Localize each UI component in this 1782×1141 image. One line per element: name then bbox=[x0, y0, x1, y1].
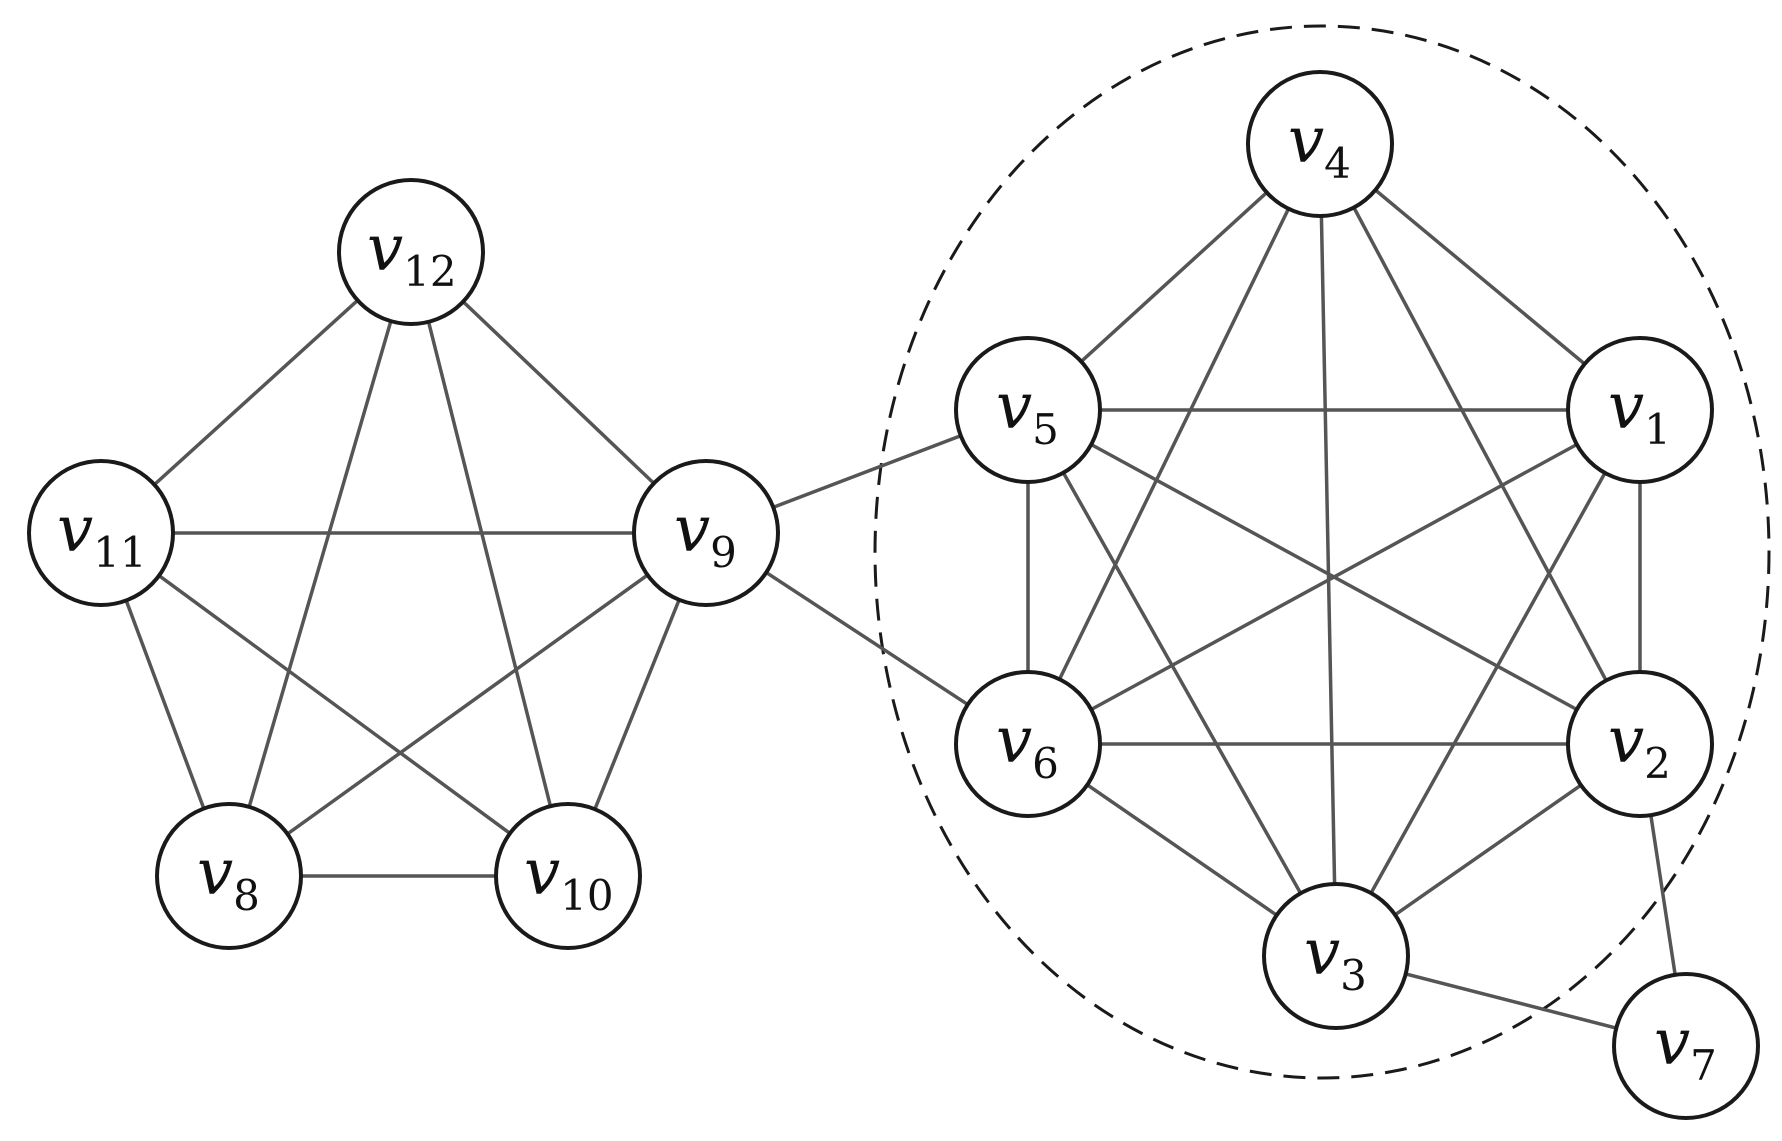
edge-v4-v6 bbox=[1026, 142, 1322, 746]
node-v5: v5 bbox=[954, 336, 1102, 484]
node-circle-v11 bbox=[27, 459, 175, 607]
edge-v4-v2 bbox=[1318, 142, 1642, 746]
node-label-v9: v9 bbox=[674, 493, 737, 577]
edge-group bbox=[99, 142, 1688, 1048]
node-label-base: v bbox=[1608, 704, 1644, 778]
node-v9: v9 bbox=[632, 459, 780, 607]
edge-v9-v8 bbox=[227, 531, 708, 878]
node-label-v5: v5 bbox=[996, 370, 1059, 454]
node-label-subscript: 6 bbox=[1032, 739, 1059, 788]
edge-v1-v3 bbox=[1334, 408, 1642, 958]
edge-v4-v3 bbox=[1318, 142, 1338, 958]
node-label-base: v bbox=[674, 493, 710, 567]
node-label-subscript: 12 bbox=[403, 247, 456, 296]
node-label-base: v bbox=[1608, 370, 1644, 444]
node-label-base: v bbox=[197, 836, 233, 910]
node-label-base: v bbox=[57, 493, 93, 567]
node-label-v3: v3 bbox=[1304, 916, 1367, 1000]
node-label-v12: v12 bbox=[367, 212, 457, 296]
node-v8: v8 bbox=[155, 802, 303, 950]
node-circle-v12 bbox=[337, 178, 485, 326]
node-label-base: v bbox=[996, 370, 1032, 444]
node-label-subscript: 11 bbox=[93, 528, 146, 577]
node-circle-v6 bbox=[954, 670, 1102, 818]
node-label-subscript: 9 bbox=[710, 528, 737, 577]
node-label-base: v bbox=[524, 836, 560, 910]
node-label-v8: v8 bbox=[197, 836, 260, 920]
node-label-subscript: 1 bbox=[1644, 405, 1671, 454]
edge-v12-v10 bbox=[409, 250, 570, 878]
node-label-base: v bbox=[996, 704, 1032, 778]
edge-v11-v10 bbox=[99, 531, 570, 878]
node-circle-v9 bbox=[632, 459, 780, 607]
node-v11: v11 bbox=[27, 459, 175, 607]
node-label-subscript: 2 bbox=[1644, 739, 1671, 788]
node-label-v2: v2 bbox=[1608, 704, 1671, 788]
node-label-subscript: 7 bbox=[1690, 1041, 1717, 1090]
node-label-subscript: 4 bbox=[1324, 139, 1351, 188]
node-v10: v10 bbox=[494, 802, 642, 950]
edge-v12-v8 bbox=[227, 250, 413, 878]
node-label-subscript: 8 bbox=[233, 871, 260, 920]
edge-v5-v3 bbox=[1026, 408, 1338, 958]
node-circle-v3 bbox=[1262, 882, 1410, 1030]
node-v4: v4 bbox=[1246, 70, 1394, 218]
cluster-ellipse bbox=[873, 24, 1771, 1080]
node-label-subscript: 3 bbox=[1340, 951, 1367, 1000]
node-v3: v3 bbox=[1262, 882, 1410, 1030]
node-v6: v6 bbox=[954, 670, 1102, 818]
node-v12: v12 bbox=[337, 178, 485, 326]
node-label-base: v bbox=[1288, 104, 1324, 178]
node-label-v4: v4 bbox=[1288, 104, 1351, 188]
edge-v1-v6 bbox=[1026, 408, 1642, 746]
cluster-group bbox=[873, 24, 1771, 1080]
node-label-v10: v10 bbox=[524, 836, 614, 920]
node-label-v7: v7 bbox=[1654, 1006, 1717, 1090]
node-circle-v7 bbox=[1612, 972, 1760, 1120]
node-label-v6: v6 bbox=[996, 704, 1059, 788]
node-label-subscript: 5 bbox=[1032, 405, 1059, 454]
node-circle-v8 bbox=[155, 802, 303, 950]
node-circle-v1 bbox=[1566, 336, 1714, 484]
node-label-v11: v11 bbox=[57, 493, 147, 577]
node-circle-v2 bbox=[1566, 670, 1714, 818]
node-label-base: v bbox=[1304, 916, 1340, 990]
node-circle-v4 bbox=[1246, 70, 1394, 218]
node-label-base: v bbox=[367, 212, 403, 286]
node-circle-v10 bbox=[494, 802, 642, 950]
node-label-base: v bbox=[1654, 1006, 1690, 1080]
node-v7: v7 bbox=[1612, 972, 1760, 1120]
node-label-v1: v1 bbox=[1608, 370, 1671, 454]
node-v2: v2 bbox=[1566, 670, 1714, 818]
node-circle-v5 bbox=[954, 336, 1102, 484]
node-v1: v1 bbox=[1566, 336, 1714, 484]
node-label-subscript: 10 bbox=[560, 871, 613, 920]
